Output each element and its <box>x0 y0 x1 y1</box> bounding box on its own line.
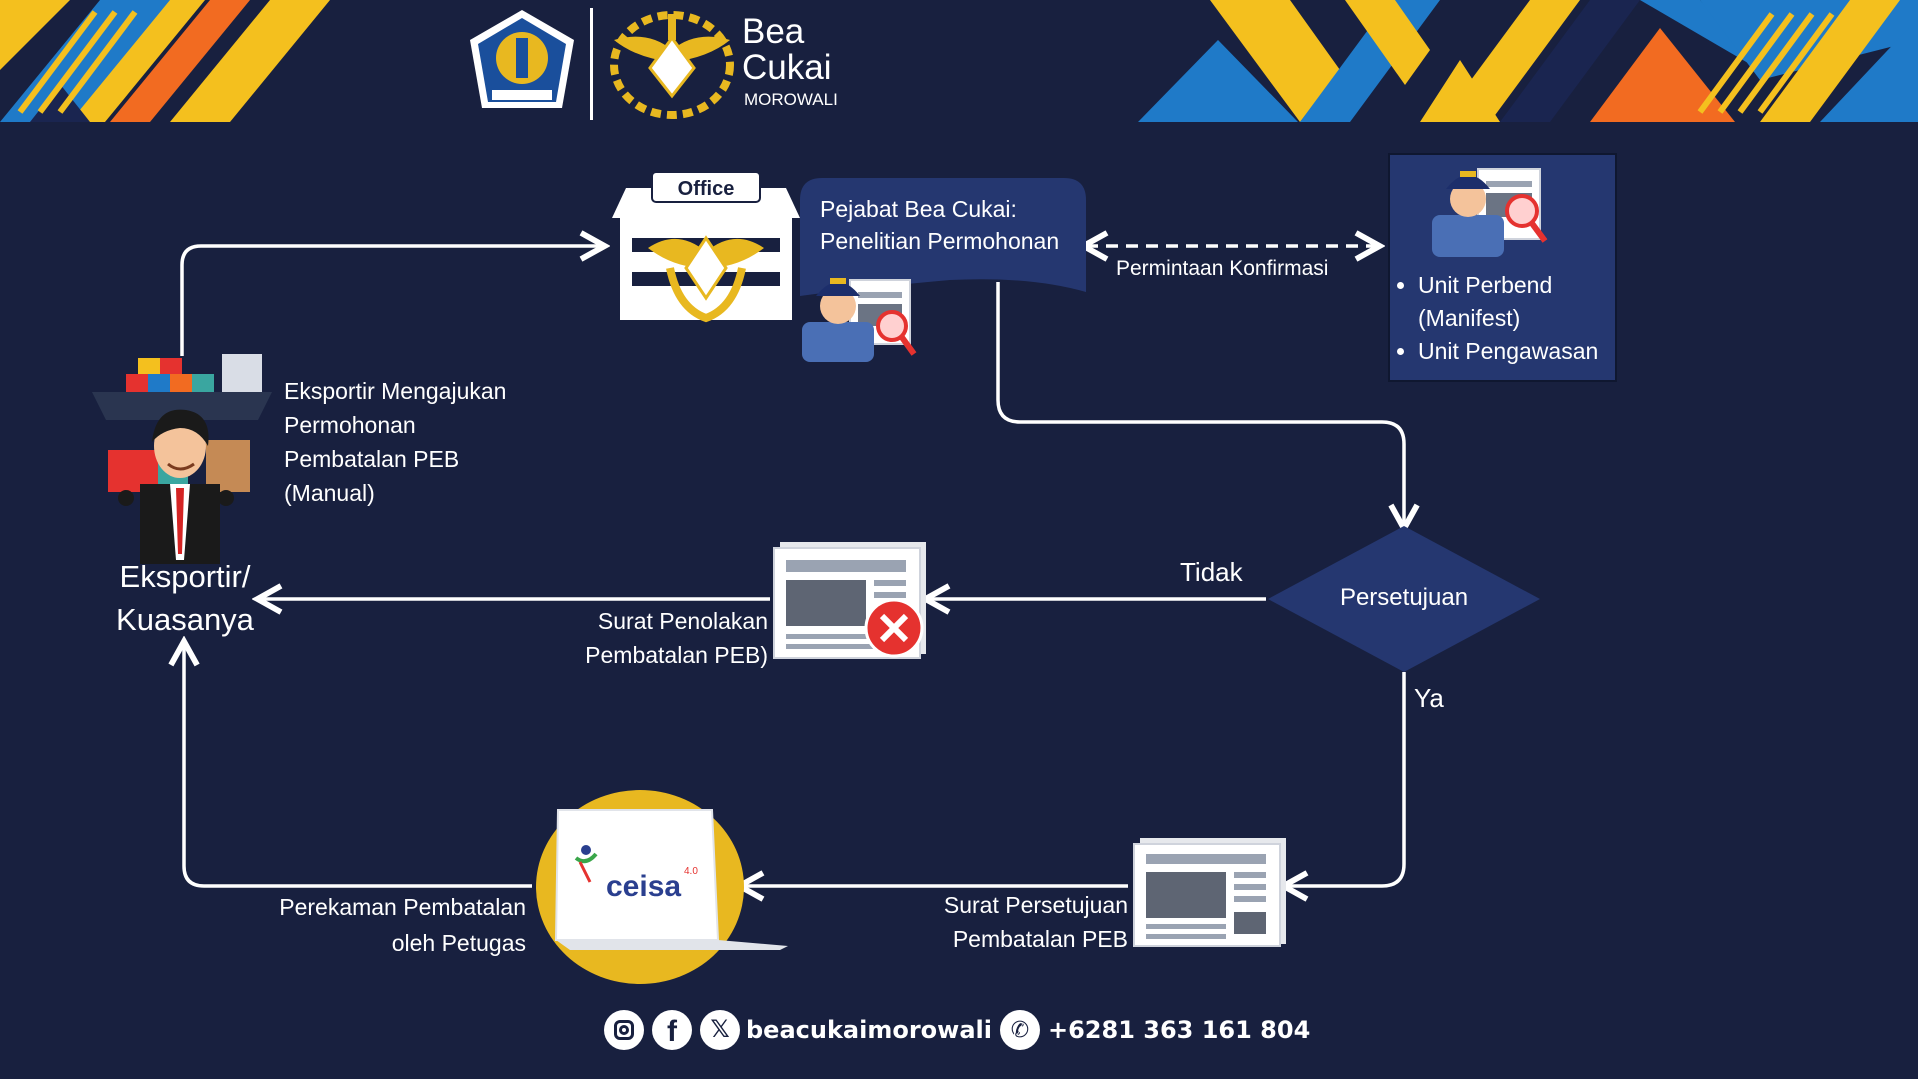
brand-name-cukai: Cukai <box>742 48 832 87</box>
exporter-illustration <box>92 354 272 564</box>
unit-item-pengawasan: Unit Pengawasan <box>1418 335 1643 368</box>
office-sign: Office <box>678 178 735 200</box>
logo-divider <box>590 8 593 120</box>
rejection-label-line1: Surat Penolakan <box>597 608 768 634</box>
exporter-name-line2: Kuasanya <box>116 602 254 637</box>
social-handle[interactable]: beacukaimorowali <box>746 1016 992 1044</box>
officer-label-line1: Pejabat Bea Cukai: <box>820 196 1017 222</box>
exporter-request-line4: (Manual) <box>284 480 375 506</box>
confirmation-label: Permintaan Konfirmasi <box>1116 257 1329 280</box>
decision-diamond <box>1268 526 1540 672</box>
inspector-icon <box>1432 168 1548 257</box>
whatsapp-icon[interactable]: ✆ <box>1000 1010 1040 1050</box>
unit-item-perbend: Unit Perbend (Manifest) <box>1418 269 1643 335</box>
arrow-office-to-decision <box>996 282 1404 526</box>
instagram-icon[interactable] <box>604 1010 644 1050</box>
ministry-seal-logo <box>470 10 574 108</box>
ceisa-logo-text: ceisa <box>606 870 681 903</box>
customs-emblem-logo <box>610 11 734 119</box>
exporter-request-line2: Permohonan <box>284 412 416 438</box>
x-icon[interactable]: 𝕏 <box>700 1010 740 1050</box>
office-building-icon: Office <box>612 171 800 323</box>
recording-label-line1: Perekaman Pembatalan <box>279 894 526 920</box>
exporter-name-line1: Eksportir/ <box>119 559 251 594</box>
decision-label: Persetujuan <box>1339 584 1469 611</box>
arrow-ceisa-to-exporter <box>184 644 532 888</box>
rejection-label-line2: Pembatalan PEB) <box>585 642 768 668</box>
rejection-letter-icon <box>773 542 926 659</box>
decision-no-label: Tidak <box>1180 557 1243 587</box>
officer-label-panel <box>800 178 1086 296</box>
exporter-request-line1: Eksportir Mengajukan <box>284 378 507 404</box>
facebook-icon[interactable]: f <box>652 1010 692 1050</box>
brand-sub: MOROWALI <box>744 90 838 109</box>
banner-pattern-left <box>0 0 330 122</box>
decision-yes-label: Ya <box>1414 683 1444 713</box>
units-list: Unit Perbend (Manifest) Unit Pengawasan <box>1390 269 1643 368</box>
recording-label-line2: oleh Petugas <box>391 930 526 956</box>
arrow-decision-to-approval <box>1286 672 1406 886</box>
ceisa-laptop-icon: ceisa 4.0 <box>536 790 788 984</box>
approval-letter-icon <box>1133 838 1286 947</box>
arrow-exporter-to-office <box>180 246 602 356</box>
officer-label-line2: Penelitian Permohonan <box>820 228 1060 254</box>
phone-number[interactable]: +6281 363 161 804 <box>1048 1016 1311 1044</box>
header-banner <box>0 0 1918 122</box>
units-panel: Unit Perbend (Manifest) Unit Pengawasan <box>1388 153 1617 382</box>
exporter-request-line3: Pembatalan PEB <box>284 446 460 472</box>
approval-label-line2: Pembatalan PEB <box>952 926 1128 952</box>
ceisa-version: 4.0 <box>684 866 698 877</box>
banner-pattern-right <box>1138 0 1918 122</box>
officer-review-icon <box>802 278 917 362</box>
brand-name-bea: Bea <box>742 12 805 51</box>
approval-label-line1: Surat Persetujuan <box>943 892 1128 918</box>
